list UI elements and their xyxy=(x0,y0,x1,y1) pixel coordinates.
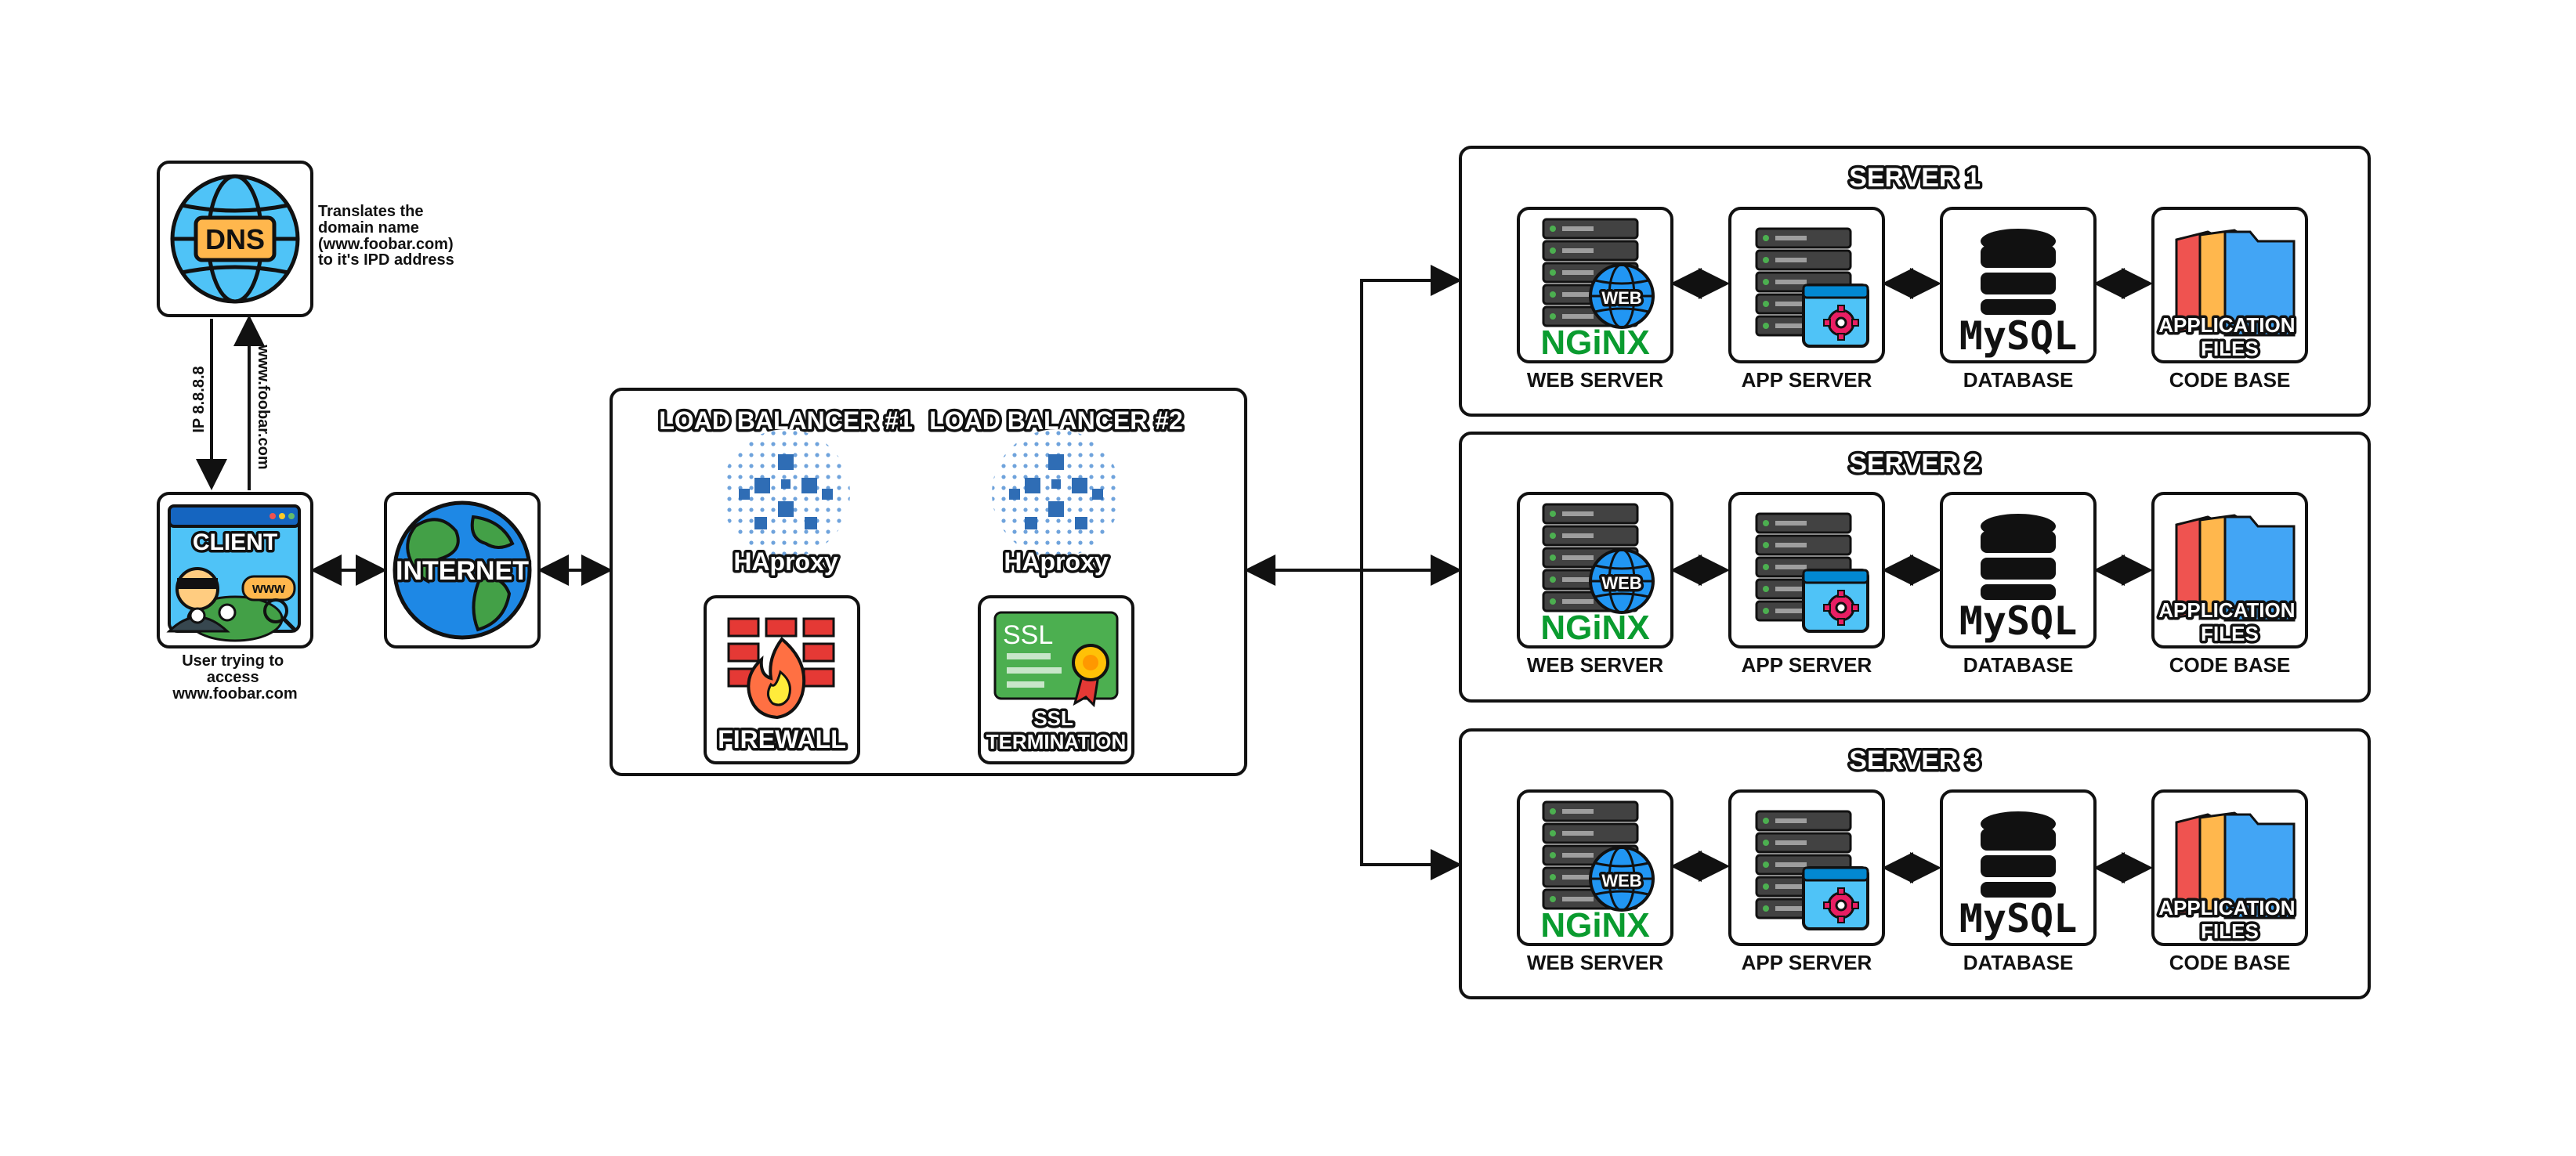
server-title: SERVER 2 xyxy=(1849,449,1981,479)
internet-node: INTERNET xyxy=(384,492,541,648)
code-base-caption: CODE BASE xyxy=(2169,368,2291,392)
web-server-caption: WEB SERVER xyxy=(1527,951,1664,974)
www-badge: www xyxy=(251,580,286,596)
app-server-icon xyxy=(1730,791,1883,945)
haproxy-icon xyxy=(722,429,850,558)
database-caption: DATABASE xyxy=(1963,368,2074,392)
database-icon xyxy=(1940,207,2097,363)
database-icon xyxy=(1940,492,2097,648)
server-1: SERVER 1 APPLICATION FILES WEB SERVER AP… xyxy=(1459,146,2371,417)
client-caption: User trying to access www.foobar.com xyxy=(172,652,297,703)
web-server-icon xyxy=(1518,493,1672,647)
firewall-label: FIREWALL xyxy=(718,725,846,753)
server-2: SERVER 2 APPLICATION FILES WEB SERVER AP… xyxy=(1459,432,2371,703)
app-server-caption: APP SERVER xyxy=(1742,951,1872,974)
app-server-icon xyxy=(1730,208,1883,362)
dns-globe-icon xyxy=(170,174,300,304)
code-files-label: APPLICATION FILES xyxy=(2158,598,2301,645)
app-server-caption: APP SERVER xyxy=(1742,368,1872,392)
ip-address-label: IP 8.8.8.8 xyxy=(190,366,208,432)
database-icon xyxy=(1940,789,2097,946)
dns-note: Translates the domain name (www.foobar.c… xyxy=(318,203,458,269)
database-caption: DATABASE xyxy=(1963,653,2074,677)
firewall-icon xyxy=(727,617,835,720)
web-server-icon xyxy=(1518,791,1672,945)
ssl-termination-label: SSL TERMINATION xyxy=(986,706,1127,753)
haproxy-1-label: HAproxy xyxy=(733,547,838,576)
firewall-node: FIREWALL xyxy=(704,595,860,764)
database-caption: DATABASE xyxy=(1963,951,2074,974)
haproxy-2-label: HAproxy xyxy=(1004,547,1109,576)
load-balancer-group: LOAD BALANCER #1 LOAD BALANCER #2 HAprox… xyxy=(610,388,1247,776)
server-3: SERVER 3 APPLICATION FILES WEB SERVER AP… xyxy=(1459,728,2371,999)
web-server-icon xyxy=(1518,208,1672,362)
client-node: CLIENT www xyxy=(157,492,313,648)
web-server-caption: WEB SERVER xyxy=(1527,368,1664,392)
code-base-caption: CODE BASE xyxy=(2169,951,2291,974)
haproxy-icon xyxy=(992,429,1120,558)
app-server-caption: APP SERVER xyxy=(1742,653,1872,677)
load-balancer-2-title: LOAD BALANCER #2 xyxy=(929,406,1183,435)
ssl-termination-node: SSL SSL TERMINATION xyxy=(978,595,1134,764)
web-server-caption: WEB SERVER xyxy=(1527,653,1664,677)
code-base-caption: CODE BASE xyxy=(2169,653,2291,677)
internet-label: INTERNET xyxy=(396,556,529,586)
domain-request-label: www.foobar.com xyxy=(255,344,272,469)
ssl-badge: SSL xyxy=(1003,620,1053,650)
dns-node: DNS xyxy=(157,161,313,317)
server-title: SERVER 1 xyxy=(1849,163,1981,193)
dns-label: DNS xyxy=(205,223,265,255)
client-label: CLIENT xyxy=(193,529,277,555)
code-files-label: APPLICATION FILES xyxy=(2158,896,2301,943)
server-title: SERVER 3 xyxy=(1849,746,1981,775)
app-server-icon xyxy=(1730,493,1883,647)
client-icon xyxy=(166,504,301,642)
ssl-certificate-icon xyxy=(993,611,1119,708)
earth-icon xyxy=(393,500,532,640)
code-files-label: APPLICATION FILES xyxy=(2158,313,2301,360)
